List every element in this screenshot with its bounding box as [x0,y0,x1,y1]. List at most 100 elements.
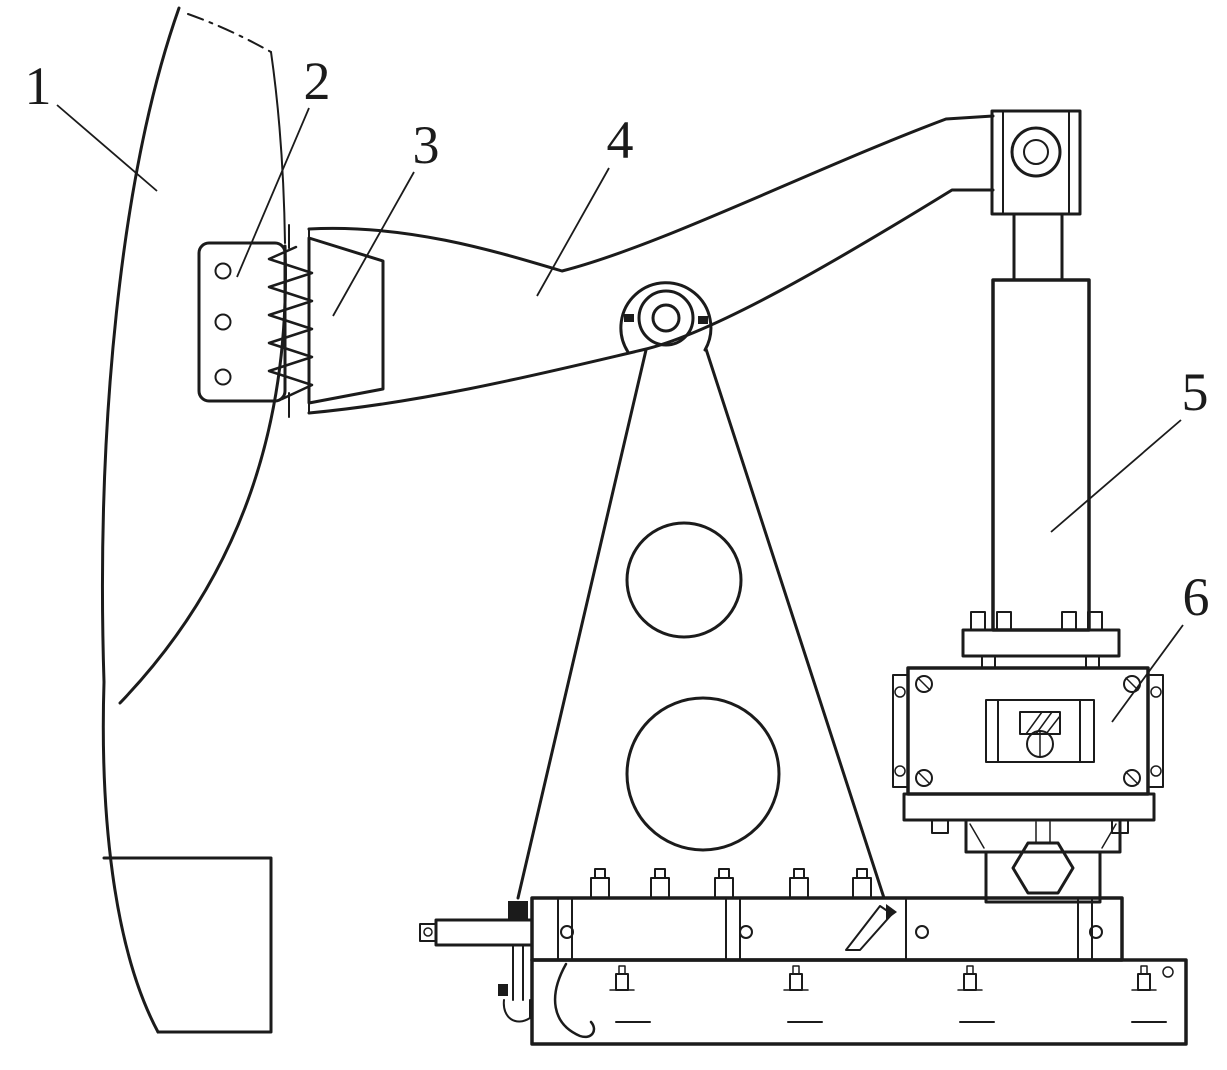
spring-coil [267,245,314,401]
flange-bolt-3 [1061,611,1077,631]
cylinder-mount-flange [961,611,1121,669]
callout-label-1: 1 [25,56,52,116]
rod-body [434,918,534,947]
arc-foot-outline [102,856,273,1034]
post-right-leg [704,347,886,900]
callout-3: 3 [332,115,440,317]
pedestal-upper [964,818,1122,854]
callout-6: 6 [1111,567,1210,723]
leader-line-5 [1050,419,1182,533]
rail-hole [1089,925,1103,939]
anchor-pin [792,965,800,975]
pivot-bolt-left [624,314,634,322]
base-rails [530,868,1124,962]
box-lower-flange [902,792,1156,834]
samson-post [516,347,886,900]
rail-stud-nut [852,877,872,899]
beam-top-edge [307,114,995,273]
beam-end-clevis [990,109,1082,282]
clevis-pin-outer [1010,126,1062,178]
spring-and-block [267,224,385,418]
hex-nut [1011,841,1075,895]
load-box [892,666,1164,796]
slider-hatch [1045,715,1061,735]
slider-hatch [1025,711,1043,735]
flange-bolt-2 [996,611,1012,631]
post-hole-lower [625,696,781,852]
rail-body [530,896,1124,962]
corner-screw-slot [917,677,931,691]
beam-bottom-edge [307,188,995,415]
side-flange-hole [1150,765,1162,777]
base-plate [530,958,1188,1046]
leader-line-1 [56,104,158,192]
anchor-bolt [789,973,803,991]
pivot-lug-arc [619,281,713,354]
rail-wedge-mark [886,904,897,920]
bracket-hole-bottom [214,368,232,386]
callout-1: 1 [25,56,158,192]
holddown-hook [553,962,596,1039]
pedestal-lower [984,850,1102,904]
bracket-hole-top [214,262,232,280]
anchor-pin [618,965,626,975]
pedestal-chamfer-left [969,823,985,849]
rail-stud-nut [789,877,809,899]
flange-nub-right [1085,655,1100,669]
plate-end-hole [1162,966,1174,978]
callout-4: 4 [536,110,634,297]
arc-inner-edge [118,244,287,705]
pivot-bearing-inner [651,303,681,333]
callout-label-3: 3 [413,115,440,175]
rail-stud-nut [650,877,670,899]
box-side-flange-left [892,674,909,788]
rail-stud-tip [594,868,606,879]
cylinder-body [991,278,1091,632]
rail-stud-tip [718,868,730,879]
clevis-body [990,109,1082,216]
leader-line-2 [236,107,310,278]
flange-plate [961,628,1121,658]
rail-stud-tip [856,868,868,879]
corner-screw-slot [917,771,931,785]
rail-stud-tip [793,868,805,879]
arc-right-edge-upper [270,51,286,244]
rod-tip-hole [423,927,433,937]
callout-label-5: 5 [1182,362,1209,422]
pivot-bolt-right [698,316,708,324]
anchor-bolt [963,973,977,991]
arc-guide [101,6,287,1034]
rail-hole [739,925,753,939]
post-left-leg [516,348,648,900]
plate-body [530,958,1188,1046]
pivot-bearing-outer [637,289,695,347]
lower-flange-plate [902,792,1156,822]
leader-line-6 [1111,624,1184,723]
anchor-pin [966,965,974,975]
box-side-flange-right [1147,674,1164,788]
rail-hole [560,925,574,939]
pedestal-chamfer-right [1101,823,1117,849]
pedestal [964,818,1122,904]
side-flange-hole [894,765,906,777]
leader-line-3 [332,171,415,317]
corner-screw [915,675,933,693]
walking-beam [307,114,995,415]
corner-screw [1123,769,1141,787]
corner-screw-slot [1125,771,1139,785]
adjusting-rod [419,901,596,1039]
bracket-hole-middle [214,313,232,331]
callout-2: 2 [236,51,331,278]
flange-nub-left [981,655,996,669]
rod-clamp-block [508,901,528,921]
rail-stud-nut [714,877,734,899]
anchor-bolt [615,973,629,991]
callout-label-4: 4 [607,110,634,170]
slider-block [307,236,385,405]
box-window [985,699,1095,763]
bracket-plate [197,241,287,403]
side-flange-hole [894,686,906,698]
flange-bolt-1 [970,611,986,631]
clevis-pin-inner [1023,139,1049,165]
